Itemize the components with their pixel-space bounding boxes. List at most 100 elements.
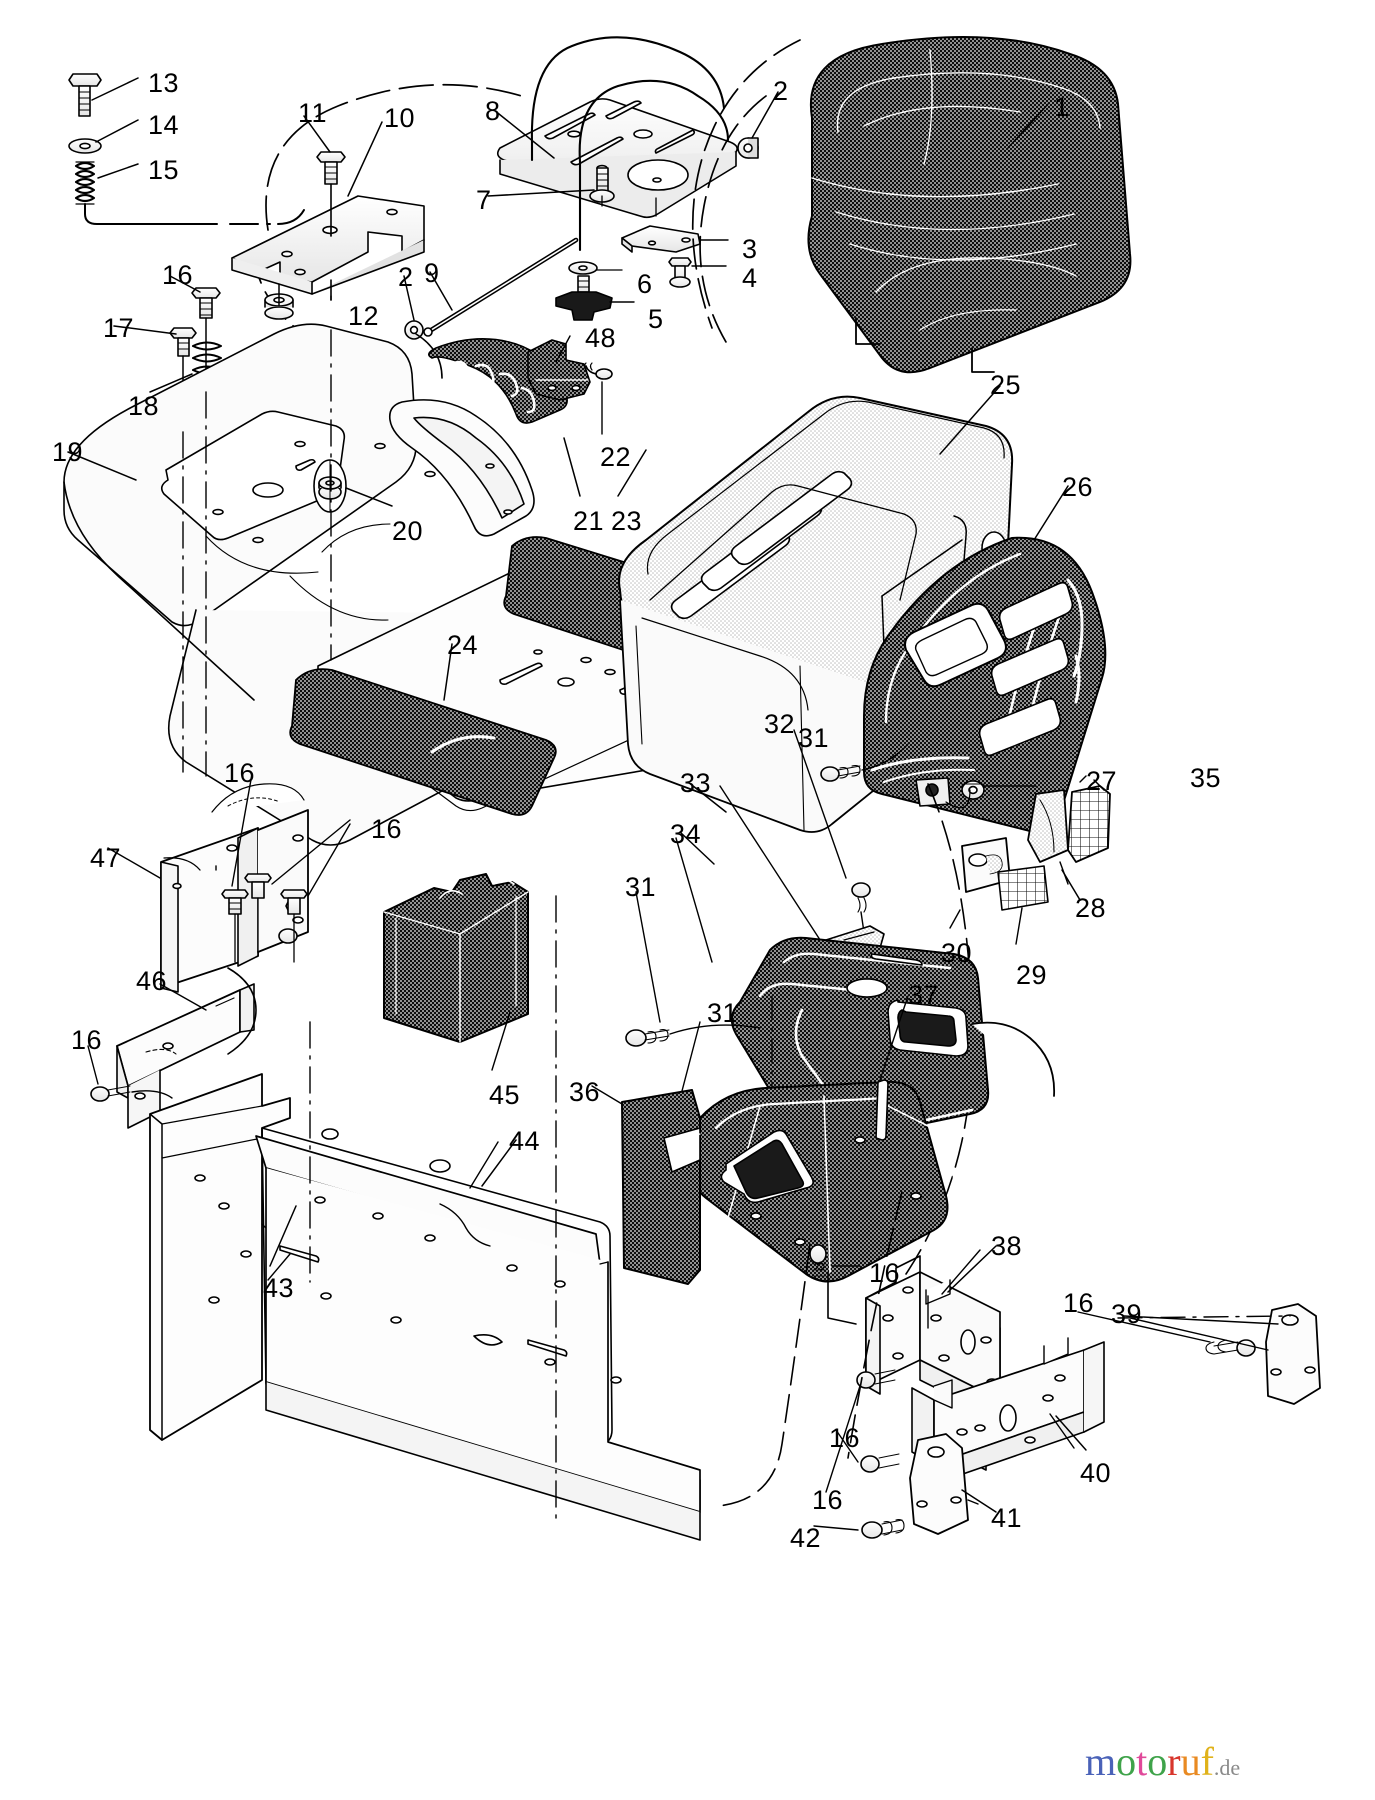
callout-2: 2 [398, 262, 414, 292]
callout-16: 16 [71, 1025, 103, 1055]
watermark-letter-2: t [1136, 1739, 1148, 1784]
watermark-letter-3: o [1147, 1739, 1168, 1784]
part-3-seat-bracket [621, 225, 701, 253]
watermark-letter-6: f [1200, 1739, 1214, 1784]
callout-16: 16 [829, 1423, 861, 1453]
callout-18: 18 [128, 391, 160, 421]
part-2-seat-pivot-bushing-right [737, 137, 759, 159]
callout-38: 38 [991, 1231, 1023, 1261]
watermark-tld: .de [1213, 1755, 1241, 1780]
part-41-gusset-plate [909, 1433, 969, 1535]
part-16-screw-tray-b [221, 889, 249, 963]
part-16-screw-shroud [809, 1244, 827, 1277]
part-13-carriage-bolt [68, 73, 102, 117]
part-22-push-rivet [583, 362, 613, 380]
part-8-seat-pan [496, 98, 738, 219]
part-40-frame-rail-bracket [911, 1337, 1105, 1485]
callout-3: 3 [742, 234, 758, 264]
part-11-hex-bolt [316, 151, 346, 237]
callout-16: 16 [812, 1485, 844, 1515]
part-16-screw-39 [1205, 1339, 1256, 1357]
callout-1: 1 [1054, 92, 1070, 122]
callout-14: 14 [148, 110, 180, 140]
part-31-screw-dash-a [625, 1029, 670, 1047]
part-14-washer [68, 138, 102, 154]
part-28-headlight-reflector [1027, 789, 1069, 863]
callout-31: 31 [798, 723, 830, 753]
part-43-chassis-frame-rail-left [149, 1073, 291, 1441]
callout-16: 16 [869, 1258, 901, 1288]
callout-25: 25 [990, 370, 1022, 400]
part-44-chassis-frame-rail-right [255, 1127, 701, 1541]
part-10-seat-mount-plate [231, 195, 425, 295]
callout-11: 11 [298, 98, 328, 128]
callout-7: 7 [476, 185, 492, 215]
callout-29: 29 [1016, 960, 1048, 990]
callout-32: 32 [764, 709, 796, 739]
part-48-bracket-body [527, 339, 591, 401]
part-16-screw-tray-d [280, 889, 308, 963]
callout-10: 10 [384, 103, 416, 133]
callout-21: 21 [573, 506, 605, 536]
watermark-letter-1: o [1116, 1739, 1137, 1784]
watermark-letter-5: u [1180, 1739, 1201, 1784]
callout-26: 26 [1062, 472, 1094, 502]
callout-6: 6 [637, 269, 653, 299]
part-24-footrest-pad-left [289, 668, 557, 816]
callout-31: 31 [625, 872, 657, 902]
callout-5: 5 [648, 304, 664, 334]
callout-9: 9 [424, 258, 440, 288]
part-29-headlight-housing [961, 837, 1049, 911]
part-16-screw-41 [860, 1453, 900, 1473]
part-15-compression-spring [74, 161, 96, 205]
part-26-grille [863, 536, 1107, 834]
callout-16: 16 [371, 814, 403, 844]
part-35-hex-nut [961, 780, 985, 800]
callout-17: 17 [103, 313, 135, 343]
part-32-screw-hood-latch [851, 882, 871, 913]
part-9-seat-pivot-rod [423, 237, 579, 337]
callout-16: 16 [162, 260, 194, 290]
part-20-locknut [313, 459, 347, 513]
callout-23: 23 [611, 506, 643, 536]
callout-31: 31 [707, 998, 739, 1028]
watermark-letter-0: m [1085, 1739, 1117, 1784]
part-37-console-shroud [691, 1079, 959, 1325]
part-36-side-shield [621, 1089, 701, 1285]
part-39-mounting-plate [1265, 1303, 1321, 1405]
callout-16: 16 [1063, 1288, 1095, 1318]
callout-27: 27 [1086, 766, 1118, 796]
callout-44: 44 [509, 1126, 541, 1156]
callout-45: 45 [489, 1080, 521, 1110]
motoruf-watermark: motoruf.de [1085, 1742, 1240, 1782]
callout-24: 24 [447, 630, 479, 660]
callout-22: 22 [600, 442, 632, 472]
callout-4: 4 [742, 263, 758, 293]
callout-16: 16 [224, 758, 256, 788]
callout-15: 15 [148, 155, 180, 185]
callout-13: 13 [148, 68, 180, 98]
part-2-seat-pivot-bushing-left [404, 320, 424, 340]
callout-8: 8 [485, 96, 501, 126]
part-18-spring [192, 341, 222, 387]
part-17-self-tapping-screw [169, 327, 197, 433]
callout-47: 47 [90, 843, 122, 873]
part-4-screw-seat-bracket [668, 257, 692, 288]
callout-34: 34 [670, 819, 702, 849]
callout-28: 28 [1075, 893, 1107, 923]
part-42-screw [861, 1519, 905, 1539]
callout-30: 30 [941, 938, 973, 968]
part-1-seat [807, 36, 1132, 374]
callout-42: 42 [790, 1523, 822, 1553]
callout-46: 46 [136, 966, 168, 996]
callout-12: 12 [348, 301, 380, 331]
callout-40: 40 [1080, 1458, 1112, 1488]
part-27-headlight-lens [1067, 785, 1111, 863]
part-45-battery-box [383, 873, 529, 1043]
callout-35: 35 [1190, 763, 1222, 793]
callout-19: 19 [52, 437, 84, 467]
part-47-battery-tray-bracket [160, 809, 309, 993]
part-31-screw-grille [820, 764, 861, 782]
